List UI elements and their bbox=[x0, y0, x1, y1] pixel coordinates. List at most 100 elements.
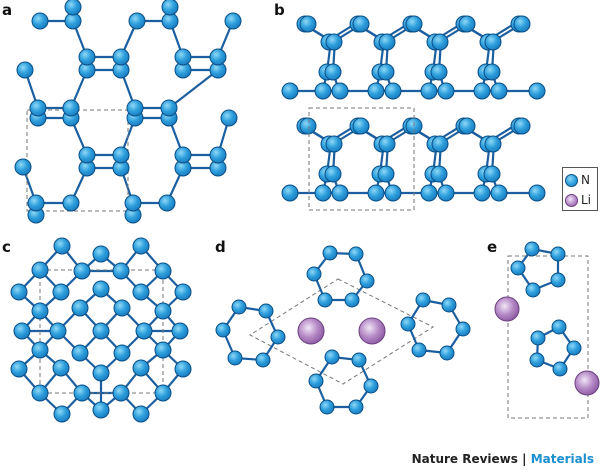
nitrogen-atom bbox=[455, 321, 471, 337]
nitrogen-atom bbox=[73, 262, 91, 280]
panel-a-structure bbox=[14, 0, 242, 224]
unit-cell-outline bbox=[308, 107, 415, 211]
nitrogen-atom bbox=[524, 241, 540, 257]
nitrogen-atom bbox=[224, 12, 242, 30]
nitrogen-atom bbox=[528, 82, 546, 100]
nitrogen-atom bbox=[405, 15, 423, 33]
nitrogen-atom bbox=[112, 146, 130, 164]
nitrogen-atom bbox=[430, 63, 448, 81]
nitrogen-atom bbox=[31, 12, 49, 30]
nitrogen-atom bbox=[92, 245, 110, 263]
legend-label-nitrogen: N bbox=[581, 173, 590, 187]
nitrogen-atom bbox=[510, 260, 526, 276]
nitrogen-atom bbox=[490, 184, 508, 202]
nitrogen-atom bbox=[484, 135, 502, 153]
nitrogen-atom bbox=[49, 322, 67, 340]
nitrogen-atom bbox=[171, 322, 189, 340]
nitrogen-atom bbox=[430, 165, 448, 183]
nitrogen-atom bbox=[132, 283, 150, 301]
nitrogen-atom bbox=[62, 194, 80, 212]
nitrogen-atom bbox=[281, 82, 299, 100]
nitrogen-atom bbox=[73, 384, 91, 402]
panel-label-c: c bbox=[2, 238, 11, 256]
nitrogen-atom bbox=[255, 352, 271, 368]
nitrogen-atom bbox=[550, 246, 566, 262]
nitrogen-atom bbox=[31, 384, 49, 402]
nitrogen-atom bbox=[411, 342, 427, 358]
nitrogen-atom bbox=[174, 48, 192, 66]
lithium-atom bbox=[358, 317, 386, 345]
legend-item-nitrogen: N bbox=[565, 171, 590, 189]
nitrogen-atom bbox=[220, 109, 238, 127]
nitrogen-atom bbox=[27, 194, 45, 212]
nitrogen-atom bbox=[71, 344, 89, 362]
nitrogen-atom bbox=[324, 165, 342, 183]
panel-d-structure bbox=[215, 245, 471, 415]
nitrogen-atom bbox=[112, 48, 130, 66]
nitrogen-atom bbox=[484, 33, 502, 51]
nitrogen-atom bbox=[431, 135, 449, 153]
nitrogen-atom bbox=[128, 12, 146, 30]
nitrogen-atom bbox=[437, 82, 455, 100]
nitrogen-atom bbox=[231, 299, 247, 315]
nitrogen-atom bbox=[158, 194, 176, 212]
nitrogen-atom bbox=[348, 399, 364, 415]
nitrogen-atom bbox=[359, 273, 375, 289]
nitrogen-atom bbox=[319, 399, 335, 415]
nitrogen-atom bbox=[441, 297, 457, 313]
nitrogen-atom bbox=[483, 165, 501, 183]
nitrogen-atom bbox=[513, 117, 531, 135]
nitrogen-atom bbox=[14, 158, 32, 176]
nitrogen-atom bbox=[92, 401, 110, 419]
nitrogen-atom bbox=[31, 261, 49, 279]
nitrogen-atom bbox=[124, 194, 142, 212]
nitrogen-atom bbox=[377, 165, 395, 183]
legend: N Li bbox=[562, 167, 598, 211]
nitrogen-atom bbox=[529, 352, 545, 368]
nitrogen-atom bbox=[16, 61, 34, 79]
legend-item-lithium: Li bbox=[565, 191, 591, 209]
legend-label-lithium: Li bbox=[581, 193, 592, 207]
nitrogen-atom bbox=[62, 99, 80, 117]
nitrogen-atom bbox=[314, 184, 332, 202]
nitrogen-atom bbox=[154, 262, 172, 280]
nitrogen-atom bbox=[215, 322, 231, 338]
nitrogen-atom bbox=[415, 292, 431, 308]
nitrogen-atom bbox=[528, 184, 546, 202]
nitrogen-atom bbox=[135, 322, 153, 340]
nitrogen-atom bbox=[258, 303, 274, 319]
nitrogen-atom bbox=[53, 237, 71, 255]
journal-name: Nature Reviews bbox=[411, 452, 518, 466]
journal-separator: | bbox=[522, 452, 527, 466]
nitrogen-atom bbox=[299, 117, 317, 135]
nitrogen-atom bbox=[552, 361, 568, 377]
nitrogen-atom bbox=[551, 319, 567, 335]
nitrogen-atom bbox=[367, 82, 385, 100]
nitrogen-atom bbox=[308, 373, 324, 389]
nitrogen-atom bbox=[112, 262, 130, 280]
nitrogen-atom bbox=[348, 246, 364, 262]
nitrogen-atom bbox=[331, 184, 349, 202]
lithium-atom-icon bbox=[565, 193, 578, 207]
nitrogen-atom bbox=[29, 99, 47, 117]
nitrogen-atom bbox=[126, 99, 144, 117]
panel-label-a: a bbox=[2, 1, 13, 19]
nitrogen-atom bbox=[324, 63, 342, 81]
nitrogen-atom bbox=[458, 117, 476, 135]
nitrogen-atom bbox=[363, 378, 379, 394]
nitrogen-atom bbox=[31, 341, 49, 359]
lithium-atom bbox=[297, 317, 325, 345]
lithium-atom bbox=[494, 296, 520, 322]
nitrogen-atom bbox=[113, 299, 131, 317]
nitrogen-atom bbox=[344, 292, 360, 308]
nitrogen-atom bbox=[378, 33, 396, 51]
nitrogen-atom bbox=[78, 146, 96, 164]
nitrogen-atom bbox=[160, 99, 178, 117]
nitrogen-atom bbox=[13, 322, 31, 340]
nitrogen-atom bbox=[132, 237, 150, 255]
nitrogen-atom bbox=[64, 0, 82, 16]
nitrogen-atom bbox=[322, 245, 338, 261]
nitrogen-atom bbox=[174, 146, 192, 164]
nitrogen-atom bbox=[439, 345, 455, 361]
nitrogen-atom bbox=[161, 0, 179, 16]
